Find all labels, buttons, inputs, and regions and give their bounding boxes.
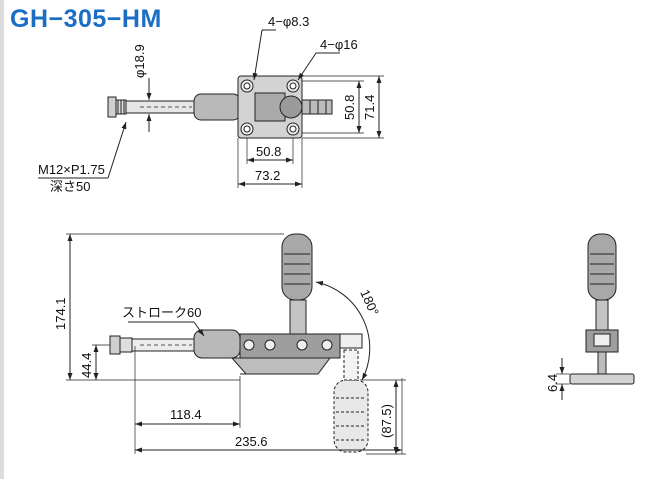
label-height-plunger: 44.4: [79, 353, 94, 378]
label-base-thickness: 6.4: [545, 374, 560, 392]
label-height-total: 174.1: [53, 297, 68, 330]
label-length-base: 118.4: [170, 407, 202, 422]
frame-left-rule: [0, 0, 4, 479]
handle-grip: [281, 233, 313, 301]
handle-pivot: [279, 95, 303, 119]
label-stroke: ストローク60: [122, 305, 201, 320]
side-view: [66, 233, 406, 455]
side-plunger-nut: [109, 335, 121, 355]
label-thread-depth: 深さ50: [50, 179, 90, 194]
label-thread: M12×P1.75: [38, 162, 105, 177]
label-height-inner: 50.8: [342, 95, 357, 120]
top-view: [38, 29, 384, 188]
plunger-sleeve: [193, 93, 241, 121]
side-handle-end: [339, 333, 363, 349]
label-width-inner: 50.8: [256, 144, 281, 159]
label-height-outer: 71.4: [362, 95, 377, 120]
side-sleeve: [193, 329, 241, 359]
page-title: GH−305−HM: [10, 5, 162, 33]
handle-stub: [301, 99, 333, 115]
plunger-nut: [107, 96, 117, 118]
handle-arm: [289, 299, 307, 337]
label-shaft-diameter: φ18.9: [132, 44, 147, 78]
end-handle-grip: [587, 233, 617, 301]
label-boss-diameter: 4−φ16: [320, 37, 358, 52]
label-hole-diameter: 4−φ8.3: [268, 14, 309, 29]
label-swing-angle: 180°: [357, 287, 382, 318]
label-length-total: 235.6: [235, 434, 268, 449]
end-view: [556, 233, 635, 400]
label-handle-drop: (87.5): [379, 404, 394, 438]
label-width-outer: 73.2: [255, 168, 280, 183]
handle-swung: [333, 379, 369, 453]
end-base-plate: [569, 373, 635, 385]
side-base: [230, 357, 331, 375]
